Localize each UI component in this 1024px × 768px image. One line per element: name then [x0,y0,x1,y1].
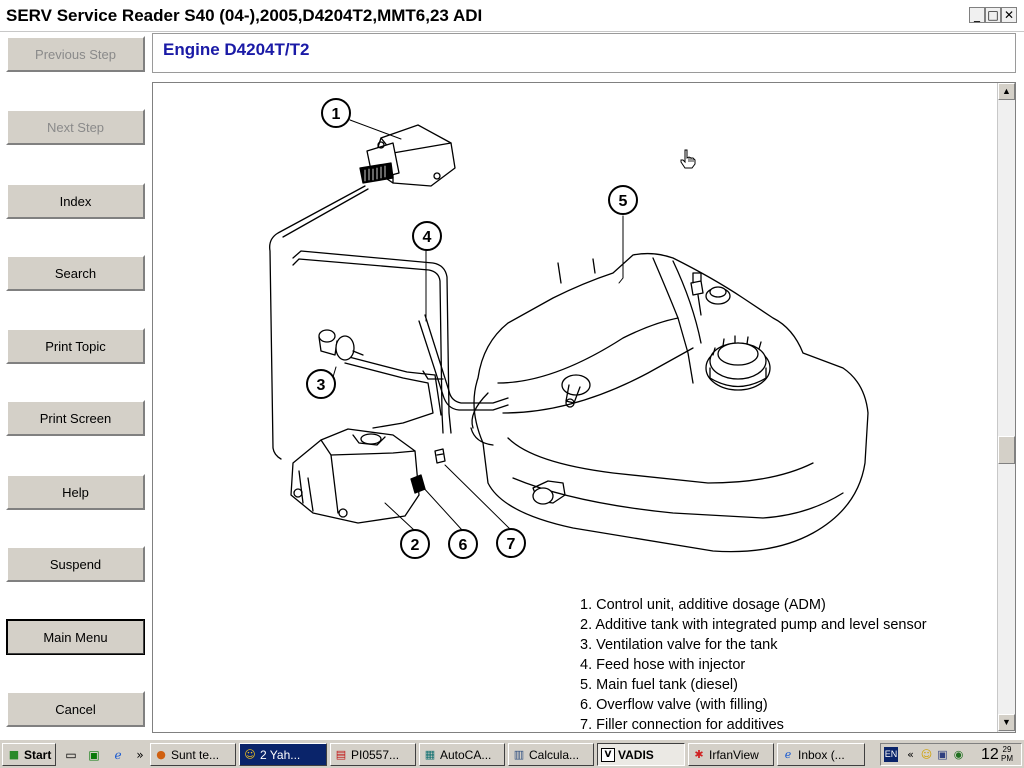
yahoo-messenger-icon: ☺ [244,747,256,761]
quick-launch-app-icon[interactable]: ▣ [88,748,100,762]
taskbar: ■ Start ▭ ▣ ℯ » ● Sunt te... ☺ 2 Yah... … [0,738,1024,768]
callout-4: 4 [423,229,432,246]
windows-flag-icon: ■ [8,747,20,761]
scroll-thumb[interactable] [998,436,1015,464]
vertical-scrollbar[interactable]: ▲ ▼ [997,83,1015,732]
task-button-yahoo[interactable]: ☺ 2 Yah... [239,743,327,766]
clock-hour: 12 [981,746,999,763]
show-desktop-icon[interactable]: ▭ [65,748,77,762]
internet-explorer-icon: ℯ [784,747,792,761]
antivirus-tray-icon[interactable]: ◉ [953,748,964,761]
cancel-button[interactable]: Cancel [6,691,145,727]
legend-item: 2. Additive tank with integrated pump an… [580,617,927,633]
firefox-icon: ● [156,747,166,761]
ventilation-valve-drawing [318,329,364,361]
start-label: Start [24,747,52,762]
callout-5: 5 [619,193,628,210]
legend-item: 4. Feed hose with injector [580,657,746,673]
next-step-button[interactable]: Next Step [6,109,145,145]
legend-item: 6. Overflow valve (with filling) [580,697,768,713]
callout-7: 7 [507,536,516,553]
callout-3: 3 [317,377,326,394]
task-button-autocad[interactable]: ▦ AutoCA... [419,743,505,766]
callout-1: 1 [332,106,341,123]
control-unit-drawing [359,124,456,187]
component-legend: 1. Control unit, additive dosage (ADM) 2… [580,595,927,733]
task-button-vadis[interactable]: V VADIS [597,743,685,766]
legend-item: 1. Control unit, additive dosage (ADM) [580,597,826,613]
task-button-calculator[interactable]: ▥ Calcula... [508,743,594,766]
main-menu-button[interactable]: Main Menu [6,619,145,655]
minimize-button[interactable]: _ [969,7,985,23]
help-button[interactable]: Help [6,474,145,510]
print-topic-button[interactable]: Print Topic [6,328,145,364]
internet-explorer-icon[interactable]: ℯ [114,748,122,762]
task-button-irfanview[interactable]: ✱ IrfanView [688,743,774,766]
print-screen-button[interactable]: Print Screen [6,400,145,436]
task-button-firefox[interactable]: ● Sunt te... [150,743,236,766]
task-button-pdf[interactable]: ▤ PI0557... [330,743,416,766]
additive-tank-drawing [290,428,446,524]
task-button-inbox[interactable]: ℯ Inbox (... [777,743,865,766]
language-indicator[interactable]: EN [884,747,898,762]
irfanview-icon: ✱ [694,747,704,761]
suspend-button[interactable]: Suspend [6,546,145,582]
system-tray: EN « ☺ ▣ ◉ 12 29 PM [880,743,1022,766]
network-tray-icon[interactable]: ▣ [937,748,948,761]
scroll-up-arrow-icon[interactable]: ▲ [998,83,1015,100]
callout-6: 6 [459,537,468,554]
window-title: SERV Service Reader S40 (04-),2005,D4204… [6,6,483,25]
hand-cursor-icon [680,149,696,169]
maximize-button[interactable]: □ [985,7,1001,23]
pdf-document-icon: ▤ [335,747,347,761]
start-button[interactable]: ■ Start [2,743,56,766]
messenger-tray-icon[interactable]: ☺ [920,748,933,761]
navigation-panel: Previous Step Next Step Index Search Pri… [0,32,150,738]
previous-step-button[interactable]: Previous Step [6,36,145,72]
scroll-down-arrow-icon[interactable]: ▼ [998,714,1015,731]
close-button[interactable]: ✕ [1001,7,1017,23]
main-fuel-tank-drawing [470,252,869,553]
callout-leaders [332,119,624,531]
tray-expand-chevron[interactable]: « [907,748,914,761]
search-button[interactable]: Search [6,255,145,291]
vadis-icon: V [601,747,615,762]
clock-minutes: 29 PM [1001,745,1013,763]
callout-2: 2 [411,537,420,554]
autocad-icon: ▦ [424,747,436,761]
page-title: Engine D4204T/T2 [163,40,310,59]
title-bar: SERV Service Reader S40 (04-),2005,D4204… [0,0,1024,32]
content-pane: 1 2 3 4 5 6 7 1. Control unit, additive … [152,82,1016,733]
callout-bubbles [306,98,638,559]
legend-item: 7. Filler connection for additives [580,717,784,733]
legend-item: 5. Main fuel tank (diesel) [580,677,738,693]
fuel-additive-system-diagram: 1 2 3 4 5 6 7 [269,98,869,559]
legend-item: 3. Ventilation valve for the tank [580,637,778,653]
hoses-and-wiring [269,185,509,460]
quick-launch-chevron[interactable]: » [136,748,144,762]
calculator-icon: ▥ [513,747,525,761]
index-button[interactable]: Index [6,183,145,219]
topic-heading-box: Engine D4204T/T2 [152,33,1016,73]
